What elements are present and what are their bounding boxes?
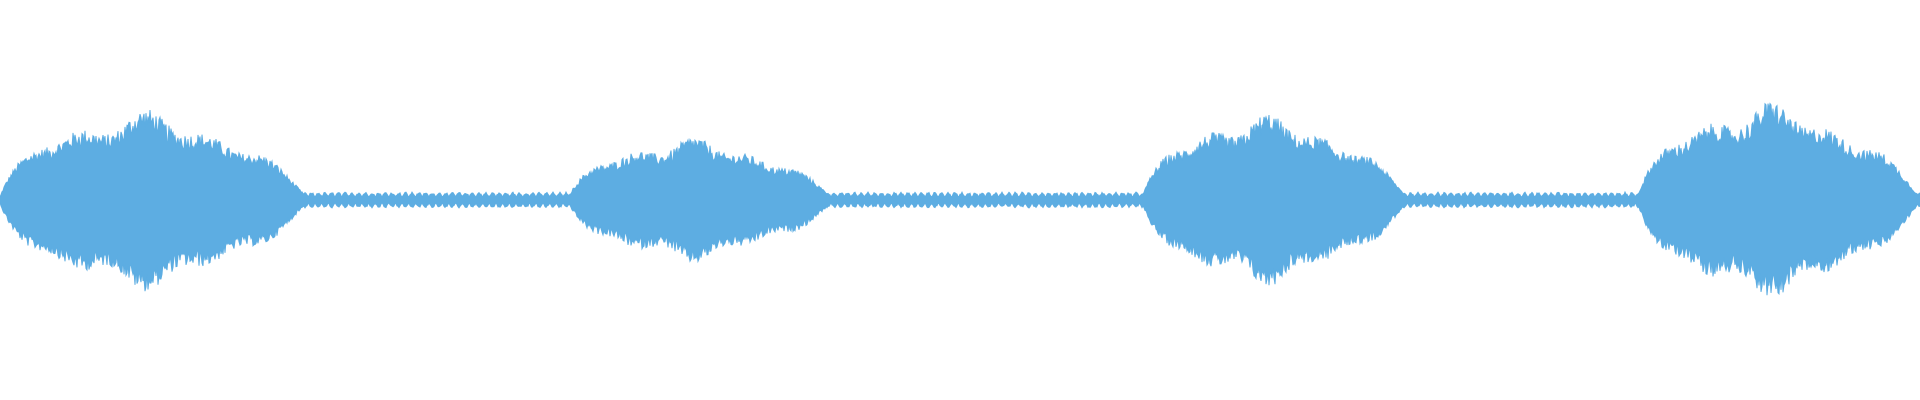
waveform-shape: [0, 102, 1920, 296]
